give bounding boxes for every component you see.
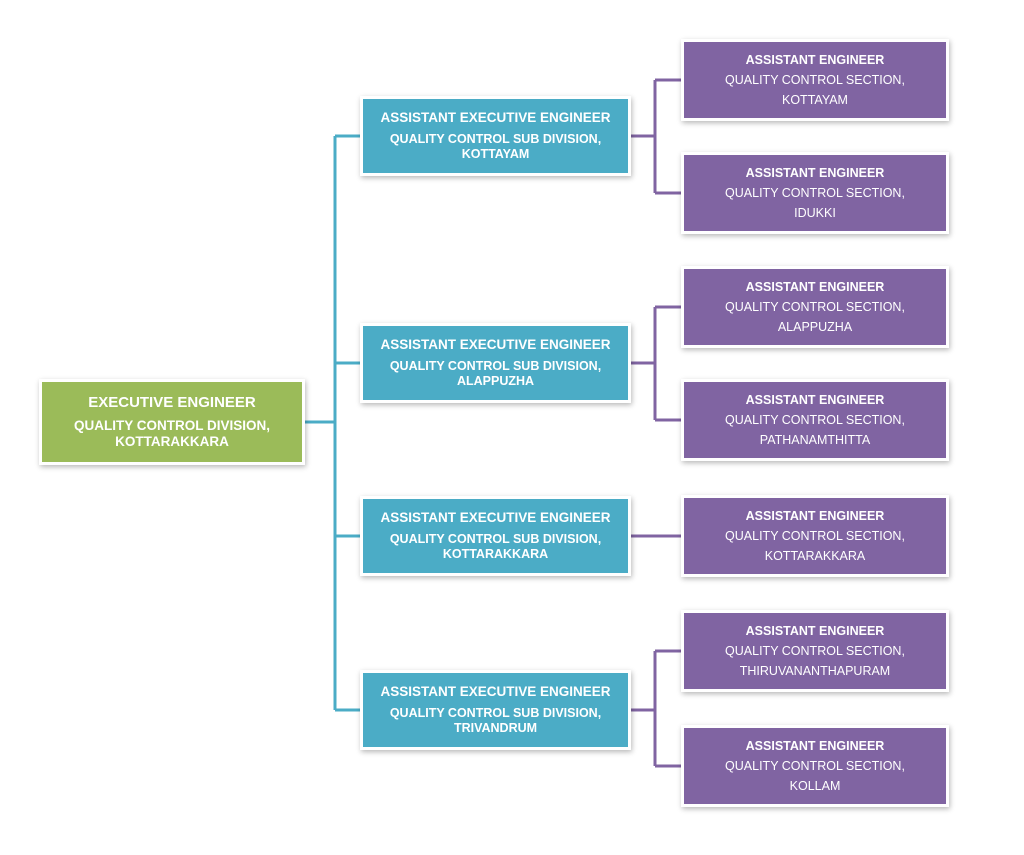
sub-division-location: KOTTARAKKARA [442, 547, 549, 562]
sub-division-location: ALAPPUZHA [456, 374, 535, 389]
sub-division-location: TRIVANDRUM [453, 721, 538, 736]
section-title: ASSISTANT ENGINEER [745, 165, 885, 180]
section-title: ASSISTANT ENGINEER [745, 623, 885, 638]
executive-title: EXECUTIVE ENGINEER [88, 393, 256, 411]
connector-aee-1 [628, 78, 684, 195]
connector-aee-4 [628, 649, 684, 768]
sub-division-unit: QUALITY CONTROL SUB DIVISION, [389, 706, 602, 721]
section-unit: QUALITY CONTROL SECTION, [725, 72, 905, 87]
sub-division-unit: QUALITY CONTROL SUB DIVISION, [389, 359, 602, 374]
section-title: ASSISTANT ENGINEER [745, 52, 885, 67]
section-box-pathanamthitta: ASSISTANT ENGINEER QUALITY CONTROL SECTI… [684, 382, 946, 458]
section-box-kollam: ASSISTANT ENGINEER QUALITY CONTROL SECTI… [684, 728, 946, 804]
section-title: ASSISTANT ENGINEER [745, 738, 885, 753]
section-title: ASSISTANT ENGINEER [745, 392, 885, 407]
sub-division-box-kottarakkara: ASSISTANT EXECUTIVE ENGINEER QUALITY CON… [363, 499, 628, 573]
section-location: KOLLAM [789, 778, 841, 793]
executive-engineer-box: EXECUTIVE ENGINEER QUALITY CONTROL DIVIS… [42, 382, 302, 462]
section-location: KOTTAYAM [782, 92, 848, 107]
sub-division-title: ASSISTANT EXECUTIVE ENGINEER [380, 509, 611, 525]
sub-division-title: ASSISTANT EXECUTIVE ENGINEER [380, 336, 611, 352]
section-title: ASSISTANT ENGINEER [745, 279, 885, 294]
section-box-alappuzha: ASSISTANT ENGINEER QUALITY CONTROL SECTI… [684, 269, 946, 345]
executive-unit: QUALITY CONTROL DIVISION, [73, 417, 270, 433]
sub-division-unit: QUALITY CONTROL SUB DIVISION, [389, 132, 602, 147]
sub-division-title: ASSISTANT EXECUTIVE ENGINEER [380, 683, 611, 699]
section-location: KOTTARAKKARA [764, 548, 866, 563]
section-unit: QUALITY CONTROL SECTION, [725, 185, 905, 200]
sub-division-box-alappuzha: ASSISTANT EXECUTIVE ENGINEER QUALITY CON… [363, 326, 628, 400]
section-title: ASSISTANT ENGINEER [745, 508, 885, 523]
section-location: PATHANAMTHITTA [759, 432, 871, 447]
section-location: ALAPPUZHA [777, 319, 853, 334]
sub-division-title: ASSISTANT EXECUTIVE ENGINEER [380, 109, 611, 125]
section-unit: QUALITY CONTROL SECTION, [725, 412, 905, 427]
section-box-kottayam: ASSISTANT ENGINEER QUALITY CONTROL SECTI… [684, 42, 946, 118]
connector-aee-2 [628, 305, 684, 422]
connector-ee-trunk [302, 134, 363, 712]
section-box-idukki: ASSISTANT ENGINEER QUALITY CONTROL SECTI… [684, 155, 946, 231]
section-unit: QUALITY CONTROL SECTION, [725, 643, 905, 658]
section-unit: QUALITY CONTROL SECTION, [725, 299, 905, 314]
section-location: THIRUVANANTHAPURAM [739, 663, 891, 678]
sub-division-location: KOTTAYAM [461, 147, 530, 162]
sub-division-unit: QUALITY CONTROL SUB DIVISION, [389, 532, 602, 547]
section-unit: QUALITY CONTROL SECTION, [725, 528, 905, 543]
sub-division-box-trivandrum: ASSISTANT EXECUTIVE ENGINEER QUALITY CON… [363, 673, 628, 747]
sub-division-box-kottayam: ASSISTANT EXECUTIVE ENGINEER QUALITY CON… [363, 99, 628, 173]
section-unit: QUALITY CONTROL SECTION, [725, 758, 905, 773]
executive-location: KOTTARAKKARA [115, 434, 229, 449]
section-location: IDUKKI [794, 205, 836, 220]
section-box-kottarakkara: ASSISTANT ENGINEER QUALITY CONTROL SECTI… [684, 498, 946, 574]
section-box-thiruvananthapuram: ASSISTANT ENGINEER QUALITY CONTROL SECTI… [684, 613, 946, 689]
